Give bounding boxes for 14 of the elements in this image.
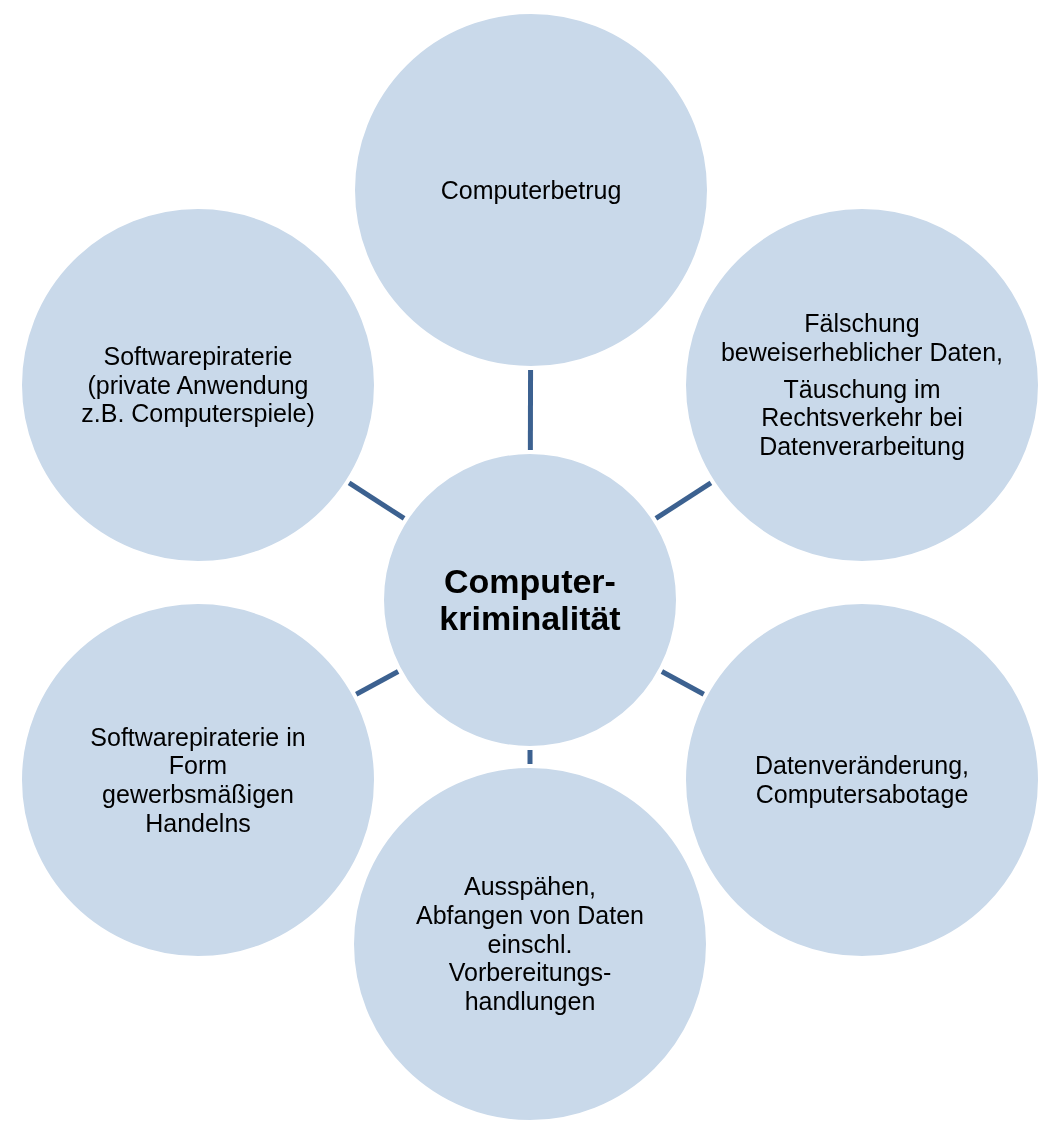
connector-line [527, 370, 534, 450]
topic-text: Fälschung beweiserheblicher Daten, [719, 309, 1005, 367]
topic-text: Täuschung im Rechtsverkehr bei Datenverarbeitung [758, 374, 966, 461]
topic-text: Softwarepiraterie in Form gewerbsmäßigen Handelns [89, 722, 307, 838]
connector-line [355, 669, 400, 697]
topic-text: Ausspähen, Abfangen von Daten einschl. Vorbereitungs- handlungen [415, 872, 645, 1016]
topic-text: Computerbetrug [440, 175, 622, 205]
connector-line [660, 669, 705, 697]
topic-text: Datenveränderung, Computersabotage [753, 751, 970, 809]
central-topic: Computer- kriminalität [438, 562, 622, 638]
connector-line [654, 480, 713, 521]
connector-line [527, 750, 533, 764]
connector-line [347, 480, 406, 521]
topic-text: Softwarepiraterie (private Anwendung z.B. Computerspiele) [80, 341, 316, 429]
